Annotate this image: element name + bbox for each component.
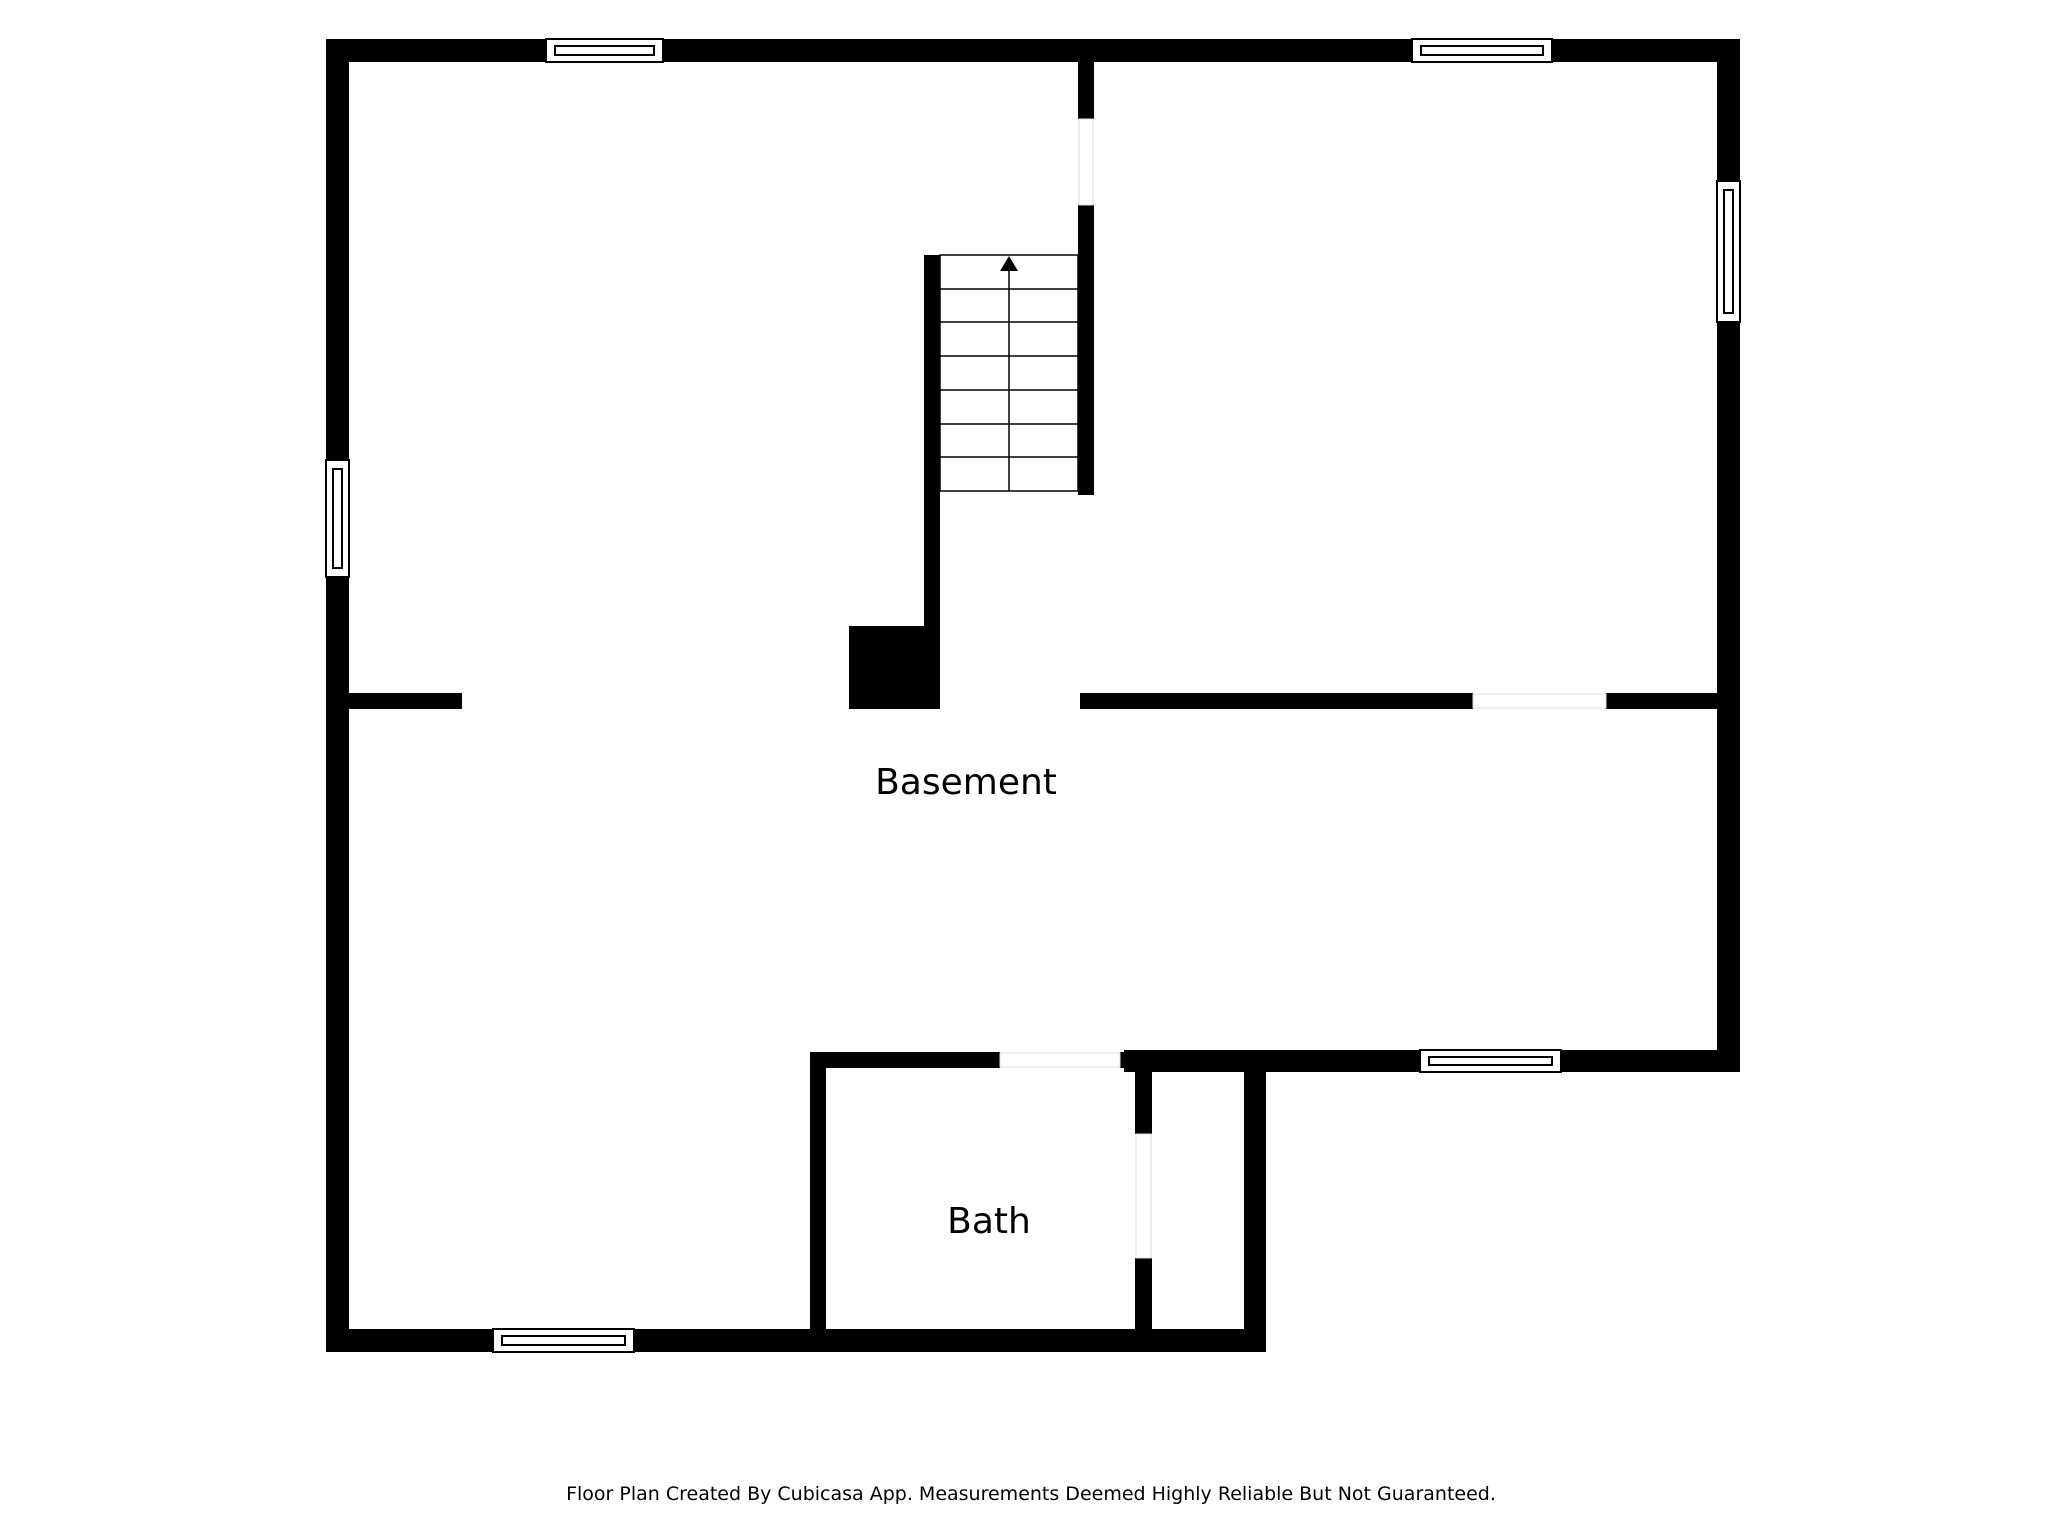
wall-interior-upper-lower <box>1078 205 1094 495</box>
windows <box>325 38 1741 1353</box>
room-label-basement: Basement <box>875 762 1057 803</box>
wall-bath-top-a <box>810 1052 1000 1068</box>
window-top-right <box>1411 38 1553 63</box>
window-bottom-right <box>1419 1049 1562 1073</box>
door-mid-right <box>1472 693 1607 709</box>
wall-bath-left <box>810 1052 826 1342</box>
wall-mid-right-a <box>1080 693 1473 709</box>
window-top-left <box>545 38 664 63</box>
wall-stair-left <box>924 255 940 709</box>
wall-bottom <box>326 1329 1266 1352</box>
stairs <box>939 254 1079 492</box>
wall-left <box>326 39 349 1352</box>
wall-top <box>326 39 1740 62</box>
window-left <box>325 459 350 578</box>
wall-interior-upper-top <box>1078 39 1094 119</box>
window-right <box>1716 180 1741 323</box>
wall-step-vertical <box>1244 1050 1266 1352</box>
footer-disclaimer: Floor Plan Created By Cubicasa App. Meas… <box>566 1483 1496 1505</box>
wall-bath-right-b <box>1135 1258 1152 1342</box>
chimney-block <box>849 626 940 709</box>
door-bath-top <box>999 1052 1121 1068</box>
door-bath-right <box>1135 1133 1152 1259</box>
wall-bath-right-a <box>1135 1052 1152 1134</box>
wall-bath-top-b <box>1120 1052 1130 1068</box>
door-openings <box>999 118 1607 1259</box>
room-label-bath: Bath <box>947 1201 1031 1242</box>
wall-mid-left <box>349 693 462 709</box>
window-bottom-left <box>492 1328 635 1353</box>
wall-mid-right-b <box>1606 693 1720 709</box>
door-upper-interior <box>1078 118 1094 206</box>
stair-arrow-icon <box>1000 256 1018 271</box>
